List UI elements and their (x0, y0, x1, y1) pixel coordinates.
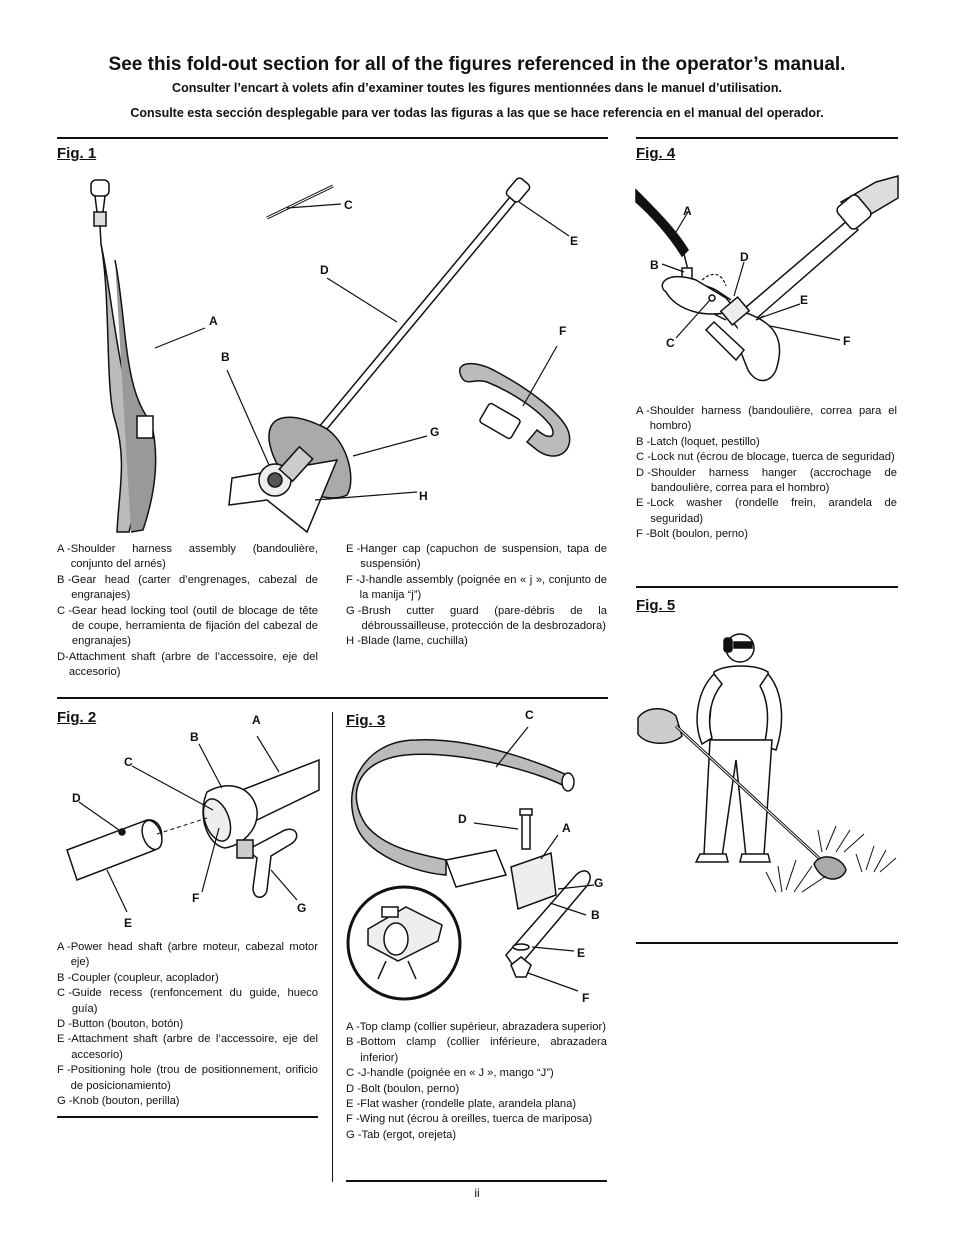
fig2-callout-a: A (252, 713, 261, 727)
fig1-callout-a: A (209, 314, 218, 328)
fig2-title: Fig. 2 (57, 709, 97, 726)
fig2-callout-g: G (297, 901, 307, 915)
legend-item: A - Shoulder harness (bandoulière, corre… (636, 405, 897, 433)
shoulder-harness-icon (90, 179, 157, 533)
rule-fig3-bottom (346, 1180, 607, 1182)
legend-item: F - Wing nut (écrou à oreilles, tuerca d… (346, 1113, 593, 1126)
rule-top-left (57, 137, 608, 139)
fig1-legend-left: A - Shoulder harness assembly (bandouliè… (57, 542, 318, 681)
legend-item: E - Flat washer (rondelle plate, arandel… (346, 1098, 577, 1111)
rule-fig4-bottom (636, 586, 898, 588)
page-title: See this fold-out section for all of the… (108, 54, 846, 75)
fig4-callout-e: E (800, 293, 809, 307)
fig2-callout-f: F (192, 891, 200, 905)
fig3-legend: A - Top clamp (collier supérieur, abraza… (346, 1020, 607, 1143)
attachment-shaft-icon (289, 177, 531, 467)
legend-item: A - Power head shaft (arbre moteur, cabe… (57, 941, 318, 969)
operator-icon (637, 633, 897, 893)
legend-item: B - Coupler (coupleur, acoplador) (57, 971, 219, 984)
rule-top-right (636, 137, 898, 139)
legend-item: C - Guide recess (renfoncement du guide,… (57, 987, 318, 1015)
fig4-callout-c: C (666, 336, 675, 350)
legend-item: D - Shoulder harness hanger (accrochage … (636, 466, 897, 495)
rule-fig5-bottom (636, 942, 898, 944)
page-number: ii (474, 1186, 480, 1200)
fig1-callout-e: E (570, 234, 579, 248)
fig1-callout-f: F (559, 324, 567, 338)
legend-item: B - Bottom clamp (collier inférieure, ab… (346, 1036, 607, 1064)
legend-item: E - Hanger cap (capuchon de suspension, … (346, 543, 607, 571)
fig3-callout-e: E (577, 946, 586, 960)
fig4-callout-b: B (650, 258, 659, 272)
fig1-callout-g: G (430, 425, 440, 439)
fig4-legend: A - Shoulder harness (bandoulière, corre… (636, 404, 897, 543)
fig1-callout-c: C (344, 198, 353, 212)
brush-cutter-guard-icon (228, 416, 352, 534)
fig5-illustration (637, 633, 897, 893)
fig1-legend-right: E - Hanger cap (capuchon de suspension, … (346, 542, 607, 650)
fig2-legend: A - Power head shaft (arbre moteur, cabe… (57, 940, 318, 1109)
legend-item: F - J-handle assembly (poignée en « j »,… (346, 573, 607, 602)
fig1-illustration (90, 177, 571, 534)
legend-item: E - Attachment shaft (arbre de l’accesso… (57, 1033, 318, 1061)
legend-item: A - Shoulder harness assembly (bandouliè… (57, 543, 318, 571)
divider-vertical (332, 712, 333, 1182)
fig2-callout-c: C (124, 755, 133, 769)
fig4-illustration (635, 175, 899, 382)
fig4-callout-d: D (740, 250, 749, 264)
fig3-callout-c: C (525, 708, 534, 722)
fig3-callout-g: G (594, 876, 604, 890)
legend-item: D - Button (bouton, botón) (57, 1018, 184, 1031)
legend-item: G - Tab (ergot, orejeta) (346, 1128, 457, 1141)
legend-item: B - Gear head (carter d’engrenages, cabe… (57, 573, 318, 602)
legend-item: F - Positioning hole (trou de positionne… (57, 1064, 318, 1092)
fig4-title: Fig. 4 (636, 145, 676, 162)
legend-item: C - J-handle (poignée en « J », mango “J… (346, 1067, 554, 1080)
fig2-callout-e: E (124, 916, 133, 930)
legend-item: F - Bolt (boulon, perno) (636, 528, 748, 541)
fig3-callout-a: A (562, 821, 571, 835)
subtitle-french: Consulter l’encart à volets afin d’exami… (172, 81, 782, 95)
fig4-callout-f: F (843, 334, 851, 348)
fig1-title: Fig. 1 (57, 145, 97, 162)
legend-item: E - Lock washer (rondelle frein, arandel… (636, 497, 897, 525)
fig3-title: Fig. 3 (346, 712, 386, 729)
subtitle-spanish: Consulte esta sección desplegable para v… (130, 106, 824, 120)
legend-item: C - Gear head locking tool (outil de blo… (57, 604, 318, 648)
fig1-callout-b: B (221, 350, 230, 364)
fig2-callout-b: B (190, 730, 199, 744)
fig3-illustration (346, 726, 595, 1001)
fig2-illustration (66, 735, 320, 913)
legend-item: C - Lock nut (écrou de blocage, tuerca d… (636, 451, 895, 464)
fig5-title: Fig. 5 (636, 597, 676, 614)
legend-item: D - Bolt (boulon, perno) (346, 1082, 460, 1095)
rule-fig2-bottom (57, 1116, 318, 1118)
legend-item: G - Knob (bouton, perilla) (57, 1095, 180, 1108)
fig3-callout-f: F (582, 991, 590, 1005)
fig1-callout-h: H (419, 489, 428, 503)
fig4-callout-a: A (683, 204, 692, 218)
j-handle-icon (459, 362, 571, 457)
fig2-callout-d: D (72, 791, 81, 805)
legend-item: G - Brush cutter guard (pare-débris de l… (346, 604, 607, 633)
fig3-callout-d: D (458, 812, 467, 826)
legend-item: H - Blade (lame, cuchilla) (346, 635, 468, 648)
rule-fig1-bottom (57, 697, 608, 699)
fig3-callout-b: B (591, 908, 600, 922)
legend-item: D- Attachment shaft (arbre de l’accessoi… (57, 650, 318, 679)
fig1-callout-d: D (320, 263, 329, 277)
legend-item: A - Top clamp (collier supérieur, abraza… (346, 1021, 606, 1033)
legend-item: B - Latch (loquet, pestillo) (636, 435, 760, 448)
